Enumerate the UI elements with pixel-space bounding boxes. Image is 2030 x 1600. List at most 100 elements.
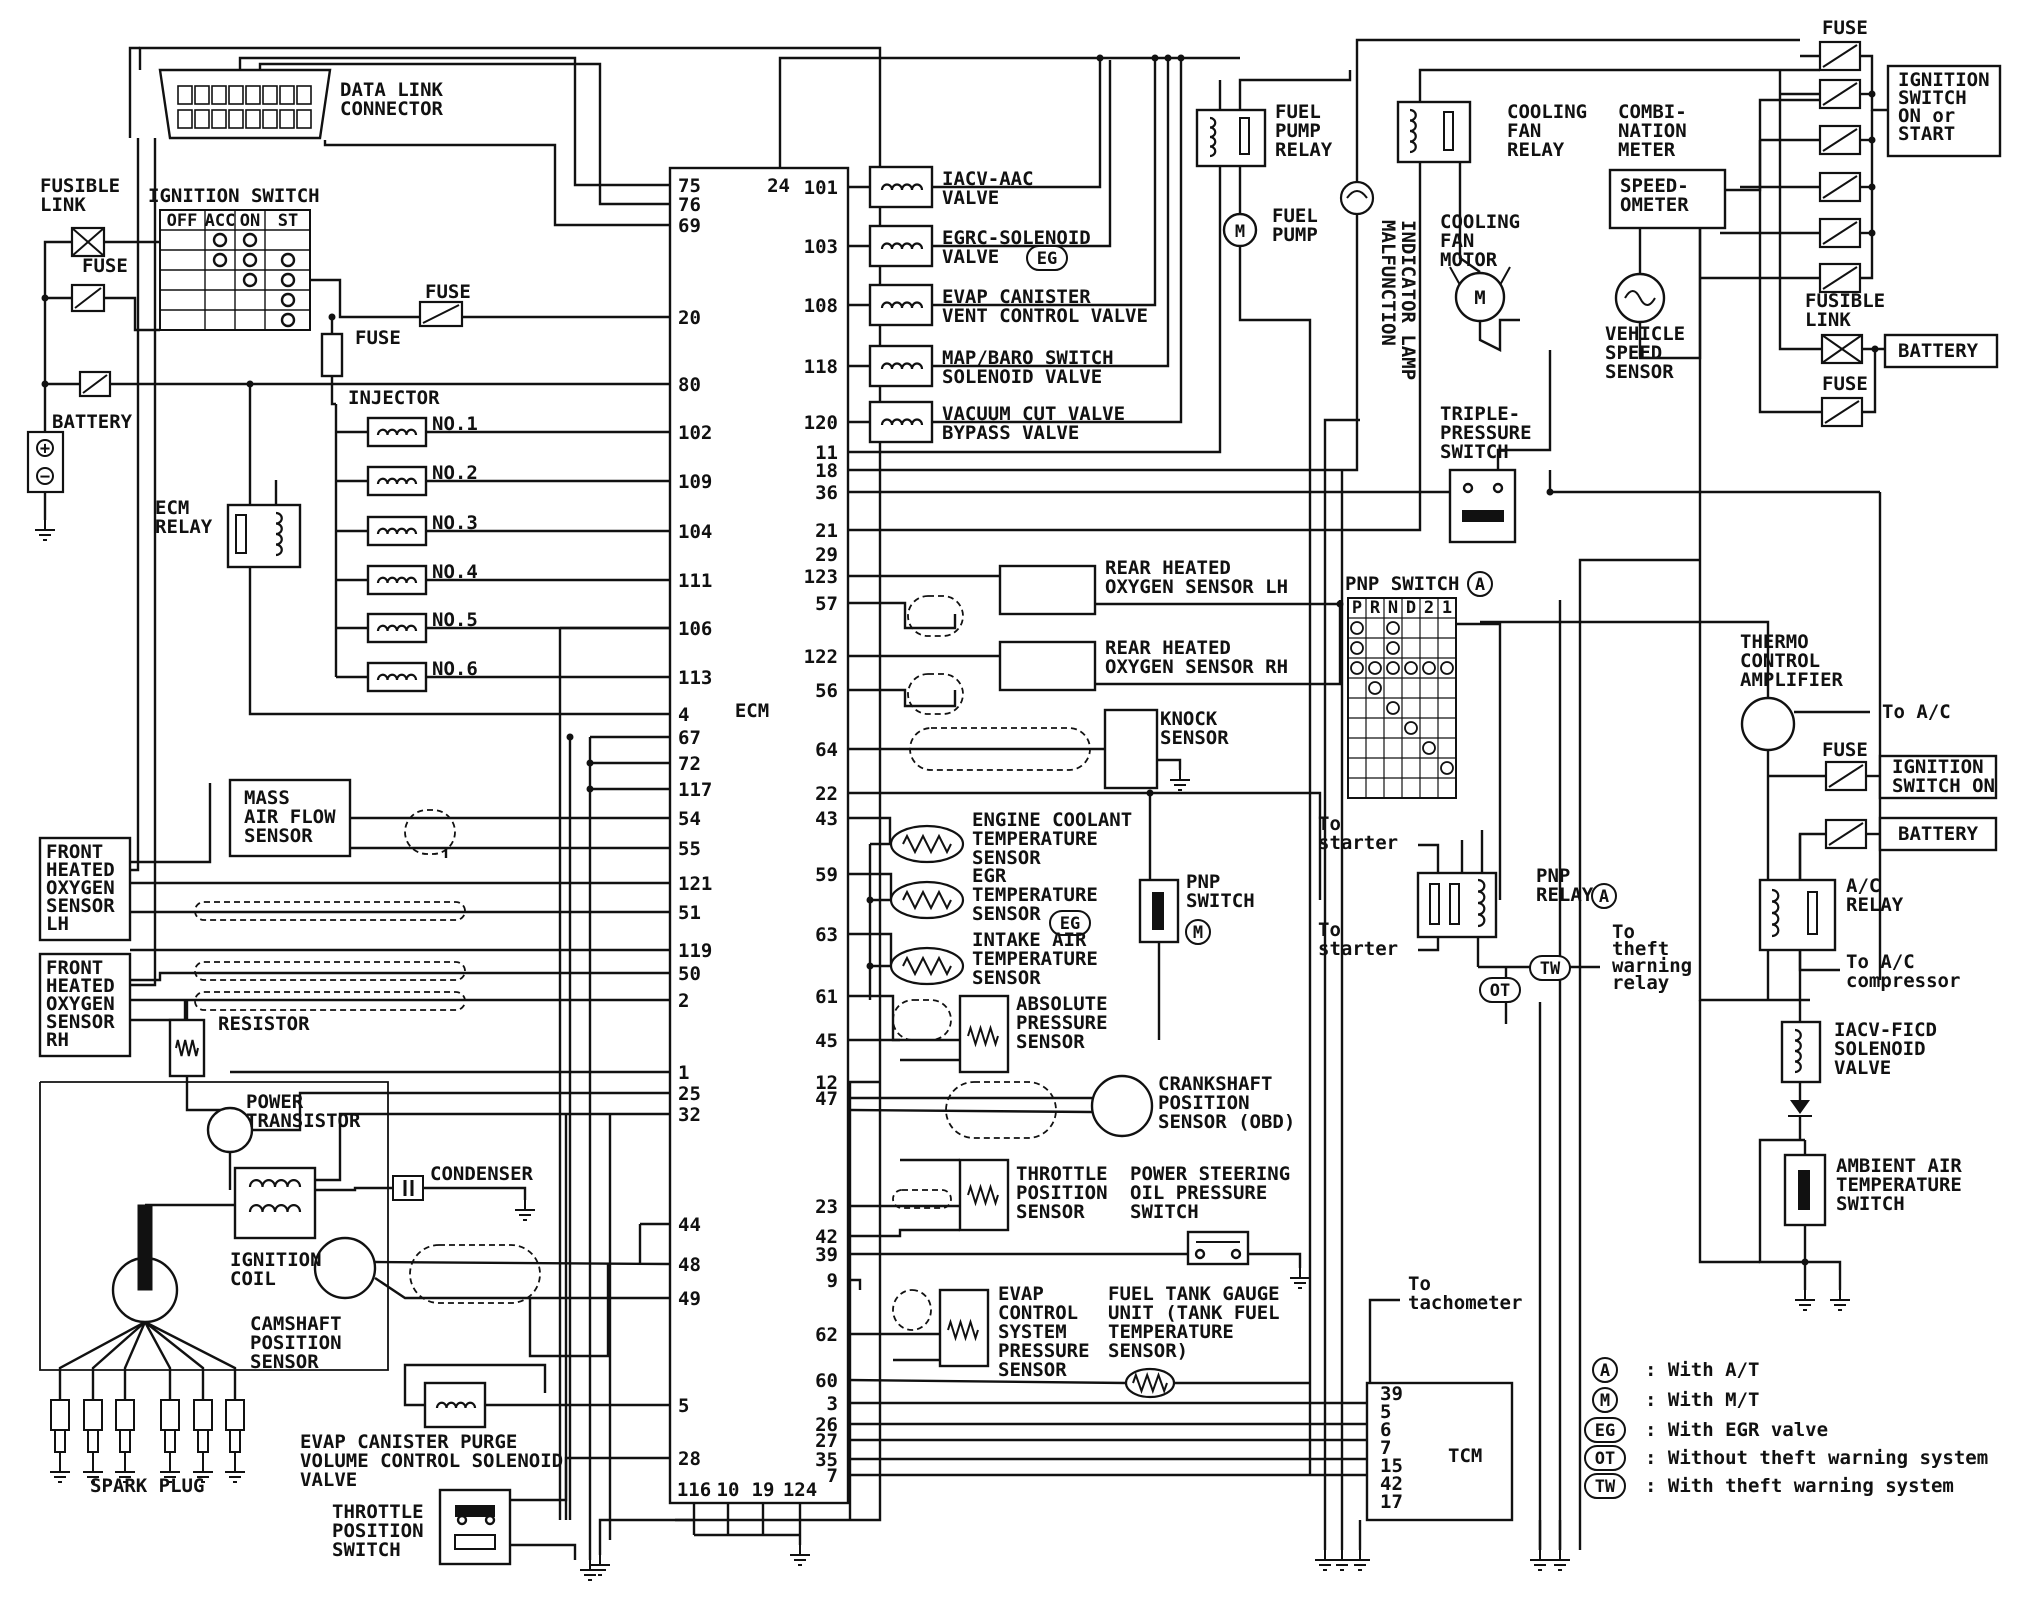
contact-icon	[242, 272, 258, 288]
speedometer-box	[1608, 168, 1727, 230]
rear-o2-lh-box	[998, 564, 1097, 616]
battery-icon: +−	[26, 430, 65, 494]
ecm-left-pin: 121	[678, 873, 712, 895]
ecm-box	[668, 166, 850, 1505]
ecm-left-pin: 48	[678, 1254, 701, 1276]
fuse-icon	[1818, 40, 1862, 72]
ecm-bottom-pin: 116	[677, 1479, 711, 1501]
svg-text:EG: EG	[1060, 914, 1080, 934]
ecm-right-pin: 47	[815, 1088, 838, 1110]
contact-icon	[484, 1514, 496, 1526]
battery-box-lower	[1878, 816, 1998, 852]
ground-icon	[1830, 1290, 1850, 1311]
ecm-left-pin: 104	[678, 521, 712, 543]
tcm-pin: 6	[1380, 1419, 1391, 1441]
ecm-left-pin: 28	[678, 1448, 701, 1470]
data-link-connector-icon	[158, 68, 332, 140]
legend-text: : With theft warning system	[1645, 1475, 1954, 1497]
vacuum-cut-coil-icon	[880, 418, 924, 426]
ecm-right-pin: 57	[815, 593, 838, 615]
legend-text: : With EGR valve	[1645, 1419, 1828, 1441]
injector-label: INJECTOR	[348, 387, 440, 409]
front-o2-lh-box	[38, 836, 132, 942]
fuse-label-ign-on: FUSE	[1822, 739, 1868, 761]
fuel-pump-relay-box	[1195, 108, 1267, 168]
throttle-switch-box	[438, 1488, 512, 1566]
contact-icon	[212, 232, 228, 248]
ecm-right-pin: 103	[804, 236, 838, 258]
engine-coolant-thermistor-icon	[902, 833, 952, 855]
abs-pressure-icon	[967, 1024, 999, 1048]
speedometer-label: SPEED-OMETER	[1620, 175, 1689, 216]
iacv-ficd-box	[1780, 1020, 1822, 1084]
tcm-box	[1365, 1381, 1514, 1522]
tcm-pin: 7	[1380, 1437, 1391, 1459]
injector-label-2: NO.2	[432, 462, 478, 484]
svg-text:M: M	[1193, 923, 1203, 943]
fuse-icon	[320, 332, 344, 378]
ecm-right-pin: 29	[815, 544, 838, 566]
svg-text:TW: TW	[1540, 959, 1561, 979]
thermo-amplifier-icon	[1740, 696, 1796, 752]
ecm-right-pin: 108	[804, 295, 838, 317]
fuse-icon	[1818, 171, 1862, 203]
pnp-col-label: P	[1352, 598, 1362, 618]
resistor-icon	[175, 1039, 199, 1057]
evap-vent-coil-icon	[880, 301, 924, 309]
fuse-label-topright: FUSE	[1822, 17, 1868, 39]
battery-label-left: BATTERY	[52, 411, 133, 433]
fuel-pump-motor-icon	[1222, 212, 1258, 248]
spark-plug-label: SPARK PLUG	[90, 1475, 204, 1497]
legend-text: : Without theft warning system	[1645, 1447, 1988, 1469]
ecm-right-pin: 18	[815, 460, 838, 482]
ignition-col-label: OFF	[167, 211, 198, 231]
ecm-right-pin: 3	[827, 1393, 838, 1415]
ignition-switch-on-start-box	[1886, 64, 2002, 158]
m-tag-pnp: M	[1185, 919, 1211, 945]
ecm-right-pin: 42	[815, 1226, 838, 1248]
ground-icon	[515, 1200, 535, 1221]
mil-label: MALFUNCTIONINDICATOR LAMP	[1377, 220, 1419, 380]
ecm-left-pin: 117	[678, 779, 712, 801]
pnp-relay-coil-icon	[1477, 878, 1486, 928]
triple-pressure-box	[1448, 468, 1517, 544]
ecm-right-pin: 39	[815, 1244, 838, 1266]
fuse-label-mid: FUSE	[425, 281, 471, 303]
ecm-right-pin: 120	[804, 412, 838, 434]
resistor-label: RESISTOR	[218, 1013, 310, 1035]
ecm-bottom-pin: 10	[717, 1479, 740, 1501]
ecm-left-pin: 76	[678, 194, 701, 216]
ground-icon	[1550, 1550, 1570, 1571]
ecm-left-pin: 49	[678, 1288, 701, 1310]
evap-pressure-icon	[947, 1318, 979, 1342]
contact-icon	[242, 252, 258, 268]
condenser-icon	[392, 1175, 424, 1201]
ac-relay-box	[1758, 878, 1837, 952]
abs-pressure-box	[958, 994, 1010, 1074]
ecm-right-pin: 26	[815, 1414, 838, 1436]
svg-text:M: M	[1235, 222, 1245, 242]
svg-text:OT: OT	[1490, 981, 1510, 1001]
ecm-right-pin: 45	[815, 1030, 838, 1052]
ecm-left-pin: 67	[678, 727, 701, 749]
tcm-pin: 39	[1380, 1383, 1403, 1405]
ignition-coil-icon	[248, 1179, 302, 1188]
battery-box-right	[1883, 333, 1999, 369]
front-o2-rh-box	[38, 952, 132, 1058]
